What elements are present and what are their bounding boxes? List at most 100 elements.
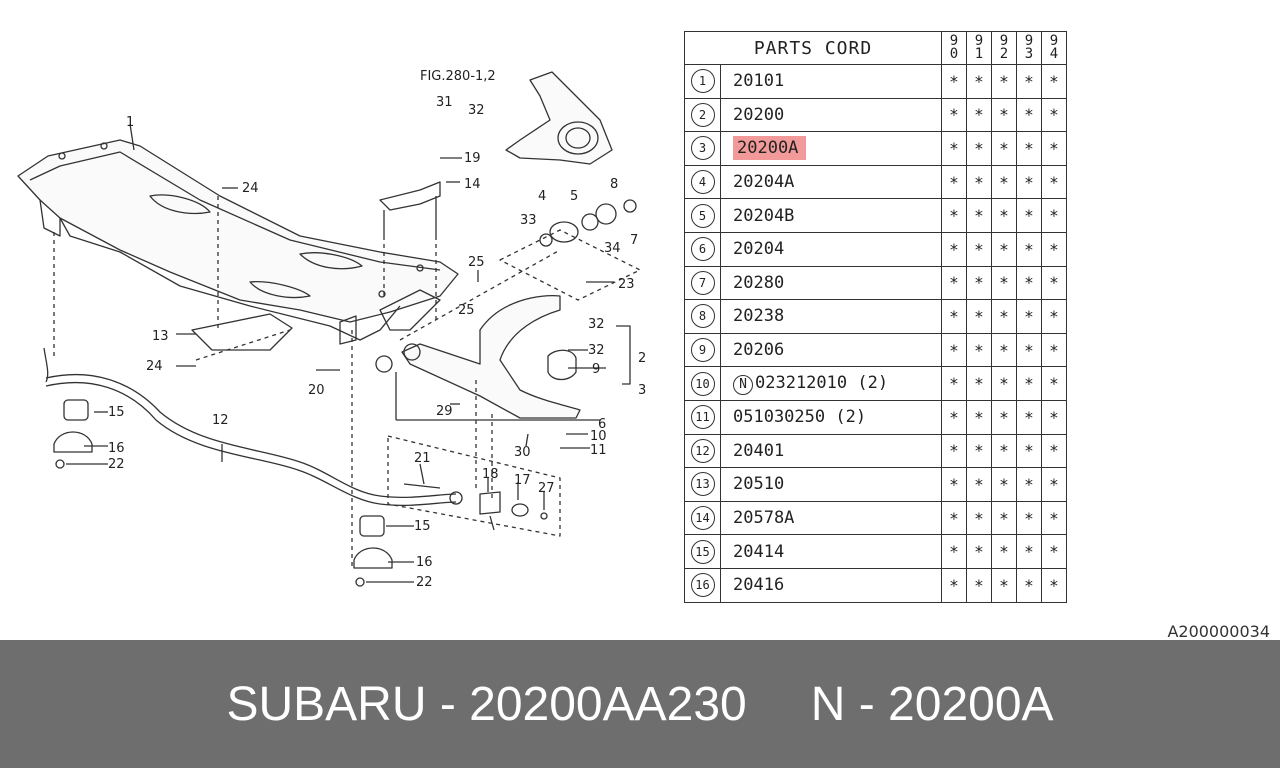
year-mark: * [991,231,1017,267]
year-mark: * [966,299,992,334]
callout-33: 33 [520,213,537,228]
year-mark: * [1016,231,1042,267]
table-title: PARTS CORD [684,31,942,65]
footer-part-number: SUBARU - 20200AA230 [226,677,747,731]
year-mark: * [966,97,992,133]
callout-9: 9 [592,362,600,377]
year-mark: * [991,198,1017,233]
callout-5: 5 [570,189,578,204]
year-mark: * [1041,164,1067,200]
year-mark: * [1041,467,1067,502]
item-number: 15 [690,539,715,564]
item-number: 8 [690,304,715,329]
year-mark: * [1041,534,1067,569]
year-mark: * [1016,164,1042,200]
year-mark: * [991,64,1017,99]
callout-29: 30 [514,445,531,460]
year-mark: * [966,131,992,166]
part-code: 20280 [733,272,785,293]
bolt-drawing [379,181,441,236]
year-mark: * [991,567,1017,603]
callout-7: 7 [630,233,638,248]
parts-diagram: FIG.280-1,2 1 24 31 32 19 14 4 5 8 33 34… [17,69,646,590]
year-mark: * [1041,64,1067,99]
year-mark: * [991,399,1017,435]
year-mark: * [966,500,992,536]
year-mark: * [1016,265,1042,301]
bracket-drawing [191,313,293,351]
item-number: 16 [690,573,715,598]
item-number: 13 [690,472,715,497]
callout-25a: 25 [468,255,485,270]
year-mark: * [966,567,992,603]
year-mark: * [1041,198,1067,233]
part-code: 20204 [733,239,785,260]
callout-32b: 32 [588,343,605,358]
part-code: 20200 [733,104,785,125]
callout-28: 29 [436,404,453,419]
footer-oem-code: N - 20200A [810,677,1054,731]
year-mark: * [991,366,1017,401]
callout-11: 11 [590,443,607,458]
year-mark: * [966,198,992,233]
year-mark: * [941,299,967,334]
year-mark: * [966,265,992,301]
year-mark: * [941,433,967,469]
bushing-bracket-left [53,399,393,587]
year-mark: * [941,64,967,99]
callout-12: 12 [212,413,229,428]
year-mark: * [1041,265,1067,301]
part-code: 20414 [733,541,785,562]
item-number: 11 [690,405,715,430]
callout-6: 6 [598,417,606,432]
year-mark: * [941,231,967,267]
link-group-drawing [403,483,548,531]
year-mark: * [991,433,1017,469]
year-mark: * [991,164,1017,200]
leader-lines [66,123,631,583]
stabilizer-bar-drawing [43,347,463,507]
part-code: 20206 [733,340,785,361]
year-mark: * [1041,500,1067,536]
year-mark: * [1041,231,1067,267]
callout-34: 34 [604,241,621,256]
year-mark: * [966,64,992,99]
year-mark: * [941,164,967,200]
part-code: 20238 [733,306,785,327]
callout-3: 3 [638,383,646,398]
year-mark: * [1016,299,1042,334]
item-number: 12 [690,438,715,463]
callout-32a: 32 [588,317,605,332]
item-number: 14 [690,506,715,531]
callout-16b: 16 [416,555,433,570]
year-mark: * [966,433,992,469]
year-mark: * [941,332,967,368]
item-number: 5 [690,203,715,228]
year-mark: * [1016,366,1042,401]
year-mark: * [1041,366,1067,401]
year-mark: * [1016,433,1042,469]
year-mark: * [966,231,992,267]
year-mark: * [1041,332,1067,368]
year-mark: * [966,399,992,435]
year-mark: * [941,399,967,435]
year-mark: * [941,534,967,569]
callout-23: 23 [618,277,635,292]
year-mark: * [1041,433,1067,469]
year-mark: * [1016,567,1042,603]
callout-17: 17 [514,473,531,488]
callout-16a: 16 [108,441,125,456]
callout-13: 13 [152,329,169,344]
